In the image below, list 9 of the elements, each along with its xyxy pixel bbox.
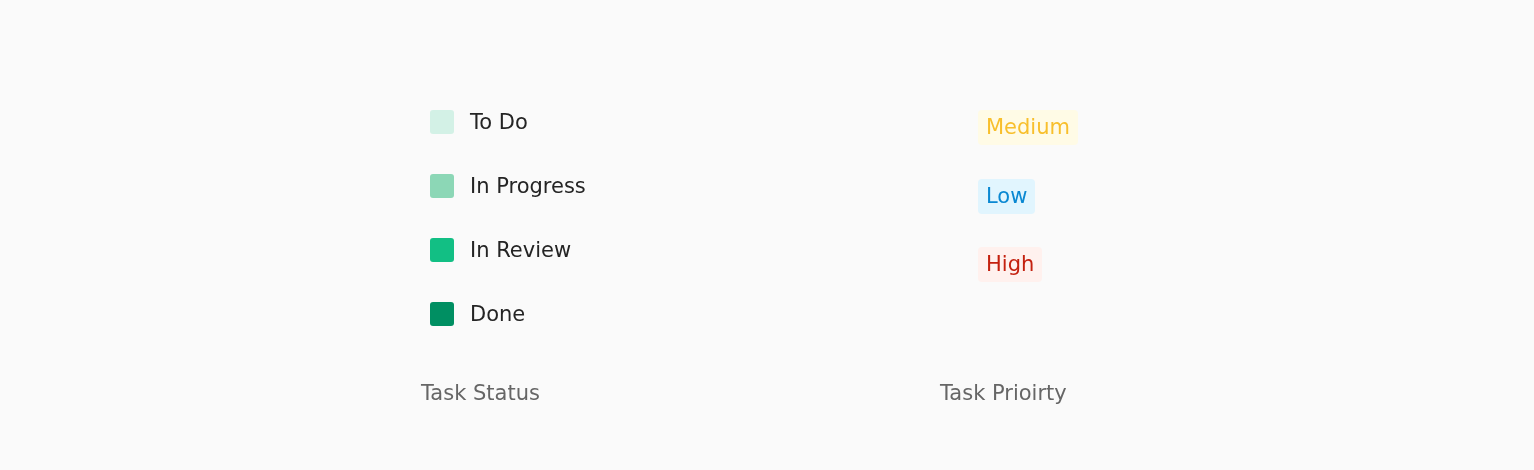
priority-tag: Low — [978, 179, 1036, 214]
section-heading: Task Status — [421, 380, 540, 407]
priority-tag: Medium — [978, 110, 1078, 145]
legend-label: To Do — [470, 109, 528, 136]
legend-label: In Progress — [470, 173, 586, 200]
legend-label: Done — [470, 301, 526, 328]
priority-tag: High — [978, 247, 1043, 282]
section-heading: Task Prioirty — [940, 380, 1067, 407]
legend-label: In Review — [470, 237, 572, 264]
